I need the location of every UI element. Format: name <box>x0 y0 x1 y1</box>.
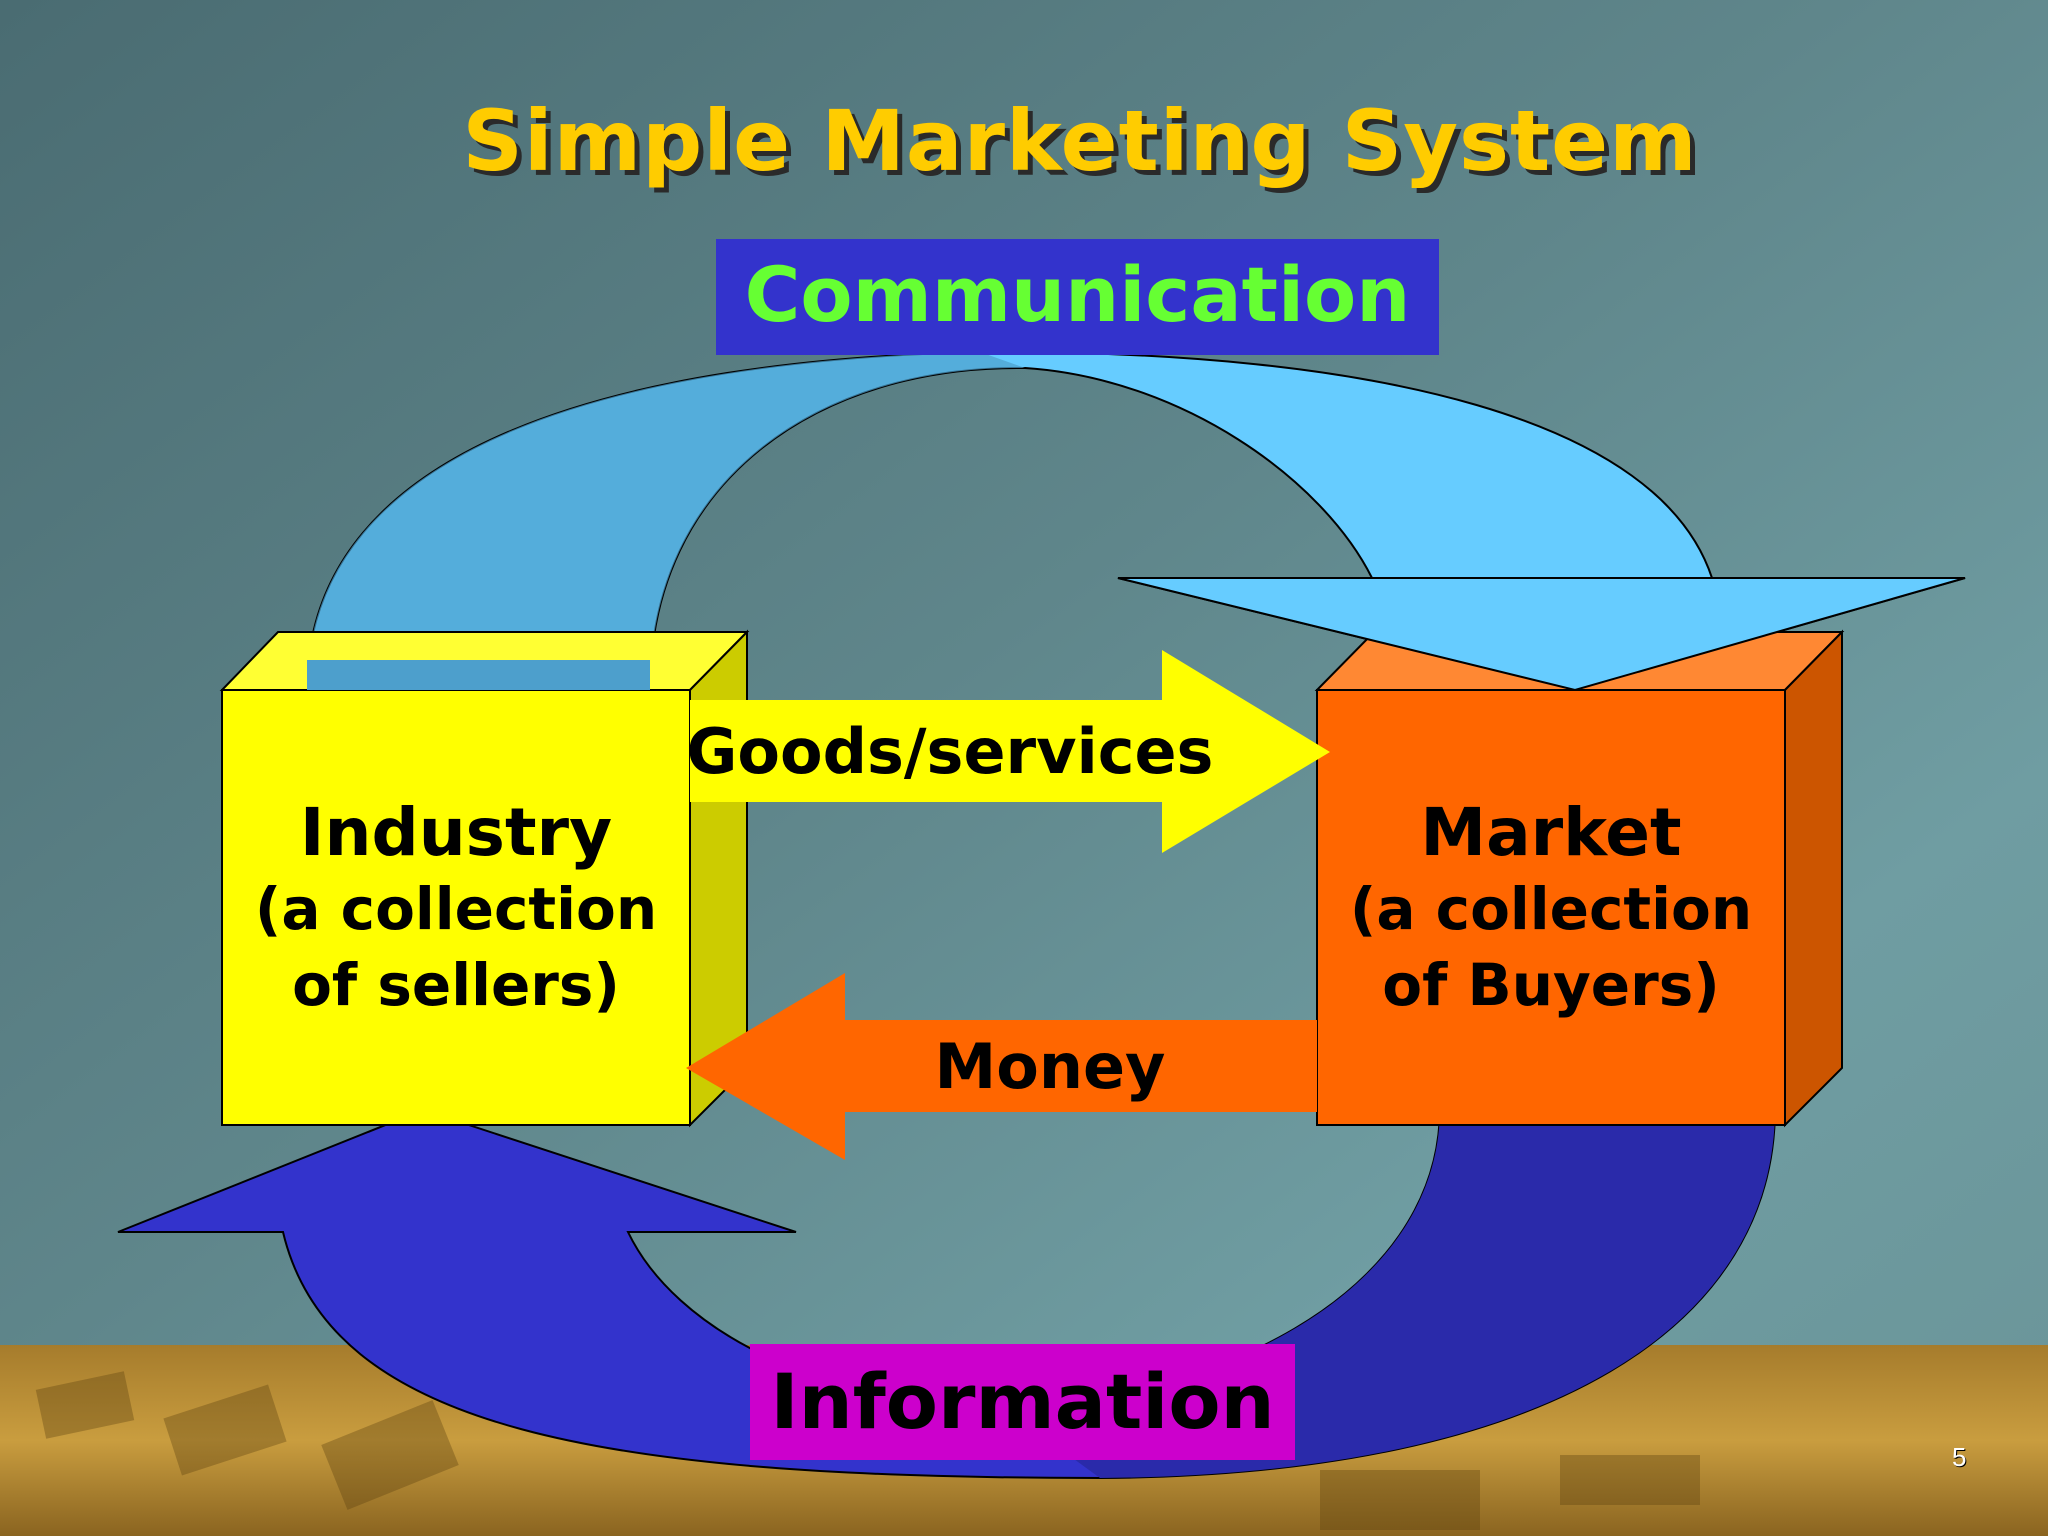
slide-number: 5 <box>1952 1442 1967 1472</box>
market-block <box>1314 629 1845 1128</box>
industry-line2: of sellers) <box>292 951 620 1019</box>
market-line2: of Buyers) <box>1382 951 1720 1019</box>
money-arrow <box>686 973 1317 1160</box>
goods-services-label: Goods/services <box>686 715 1214 788</box>
communication-label: Communication <box>744 250 1411 339</box>
information-box <box>750 1344 1295 1460</box>
industry-name: Industry <box>299 794 613 871</box>
market-name: Market <box>1420 794 1682 871</box>
information-label: Information <box>770 1357 1275 1446</box>
money-label: Money <box>934 1030 1166 1103</box>
industry-text: Industry (a collection of sellers) <box>222 795 690 1023</box>
market-text: Market (a collection of Buyers) <box>1317 795 1785 1023</box>
slide-title: Simple Marketing System <box>462 92 1698 190</box>
goods-services-arrow <box>690 650 1330 853</box>
market-line1: (a collection <box>1349 875 1753 943</box>
communication-arrowhead <box>1117 577 1966 692</box>
communication-box <box>716 239 1439 355</box>
industry-line1: (a collection <box>254 875 658 943</box>
